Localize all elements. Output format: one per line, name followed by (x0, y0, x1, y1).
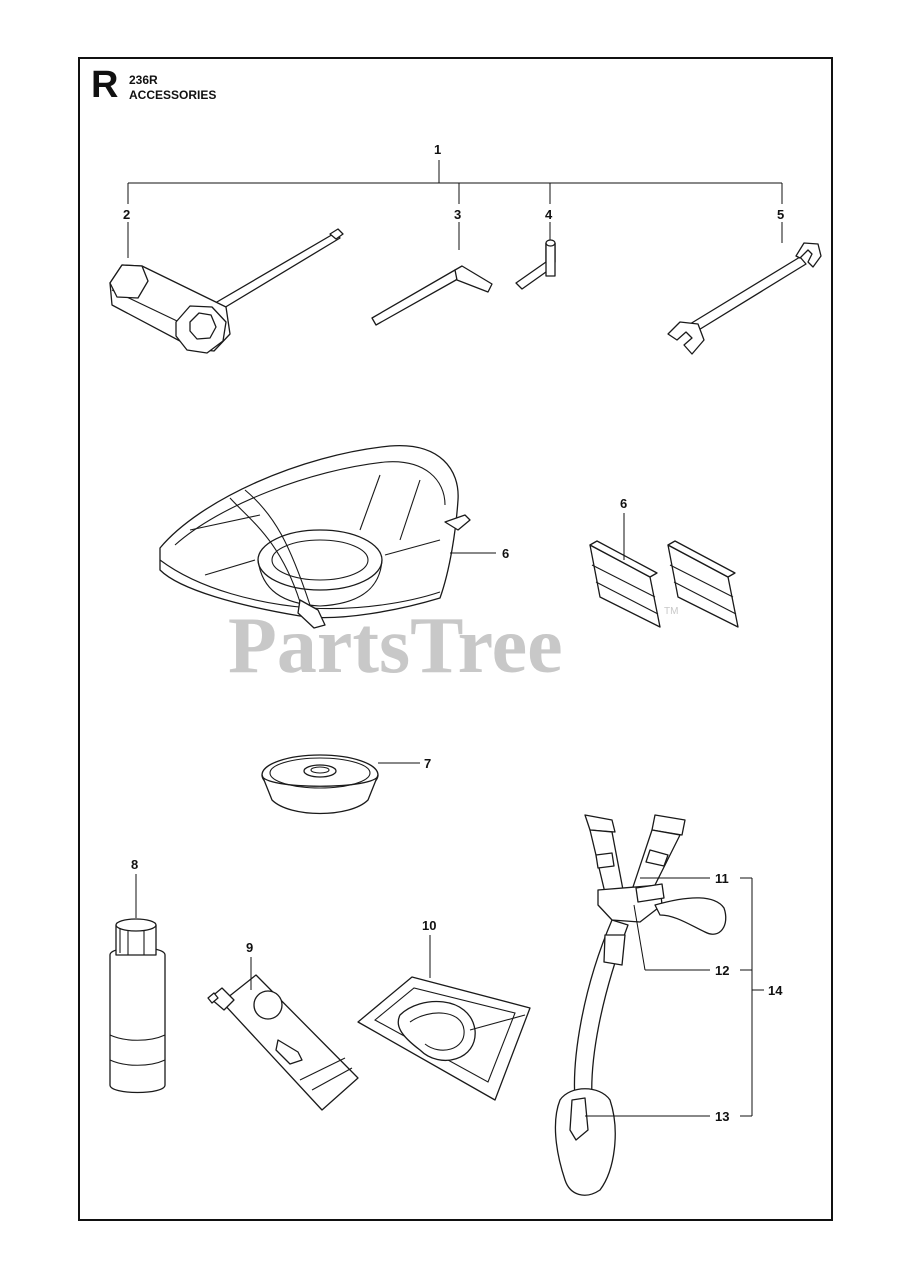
trimmer-guard-icon (159, 445, 471, 629)
callout-9: 9 (246, 940, 253, 955)
grease-tube-icon (207, 974, 359, 1111)
callout-3: 3 (454, 207, 461, 222)
hex-key-small-icon (515, 239, 556, 290)
section-title: ACCESSORIES (129, 88, 217, 102)
callout-4: 4 (545, 207, 553, 222)
diagram-frame (78, 57, 833, 1221)
watermark-trademark: TM (664, 606, 678, 617)
callout-11: 11 (715, 871, 729, 886)
callout-6b: 6 (620, 496, 627, 511)
guard-skirt-icon (589, 540, 739, 628)
harness-icon (554, 814, 727, 1196)
hex-key-large-icon (371, 265, 493, 326)
combination-spanner-icon (109, 228, 344, 354)
watermark: PartsTree (228, 602, 563, 690)
callout-1: 1 (434, 142, 441, 157)
support-cup-icon (261, 754, 379, 815)
callout-8: 8 (131, 857, 138, 872)
callout-6a: 6 (502, 546, 509, 561)
callout-5: 5 (777, 207, 784, 222)
callout-12: 12 (715, 963, 729, 978)
model-number: 236R (129, 73, 158, 87)
callout-2: 2 (123, 207, 130, 222)
callout-10: 10 (422, 918, 436, 933)
open-end-wrench-icon (667, 242, 822, 355)
kit-bracket (127, 160, 783, 258)
accessory-bag-icon (357, 976, 531, 1101)
callout-14: 14 (768, 983, 783, 998)
harness-leaders (585, 877, 764, 1117)
callout-13: 13 (715, 1109, 729, 1124)
oil-bottle-icon (109, 918, 166, 1094)
callout-7: 7 (424, 756, 431, 771)
section-letter: R (91, 64, 119, 106)
